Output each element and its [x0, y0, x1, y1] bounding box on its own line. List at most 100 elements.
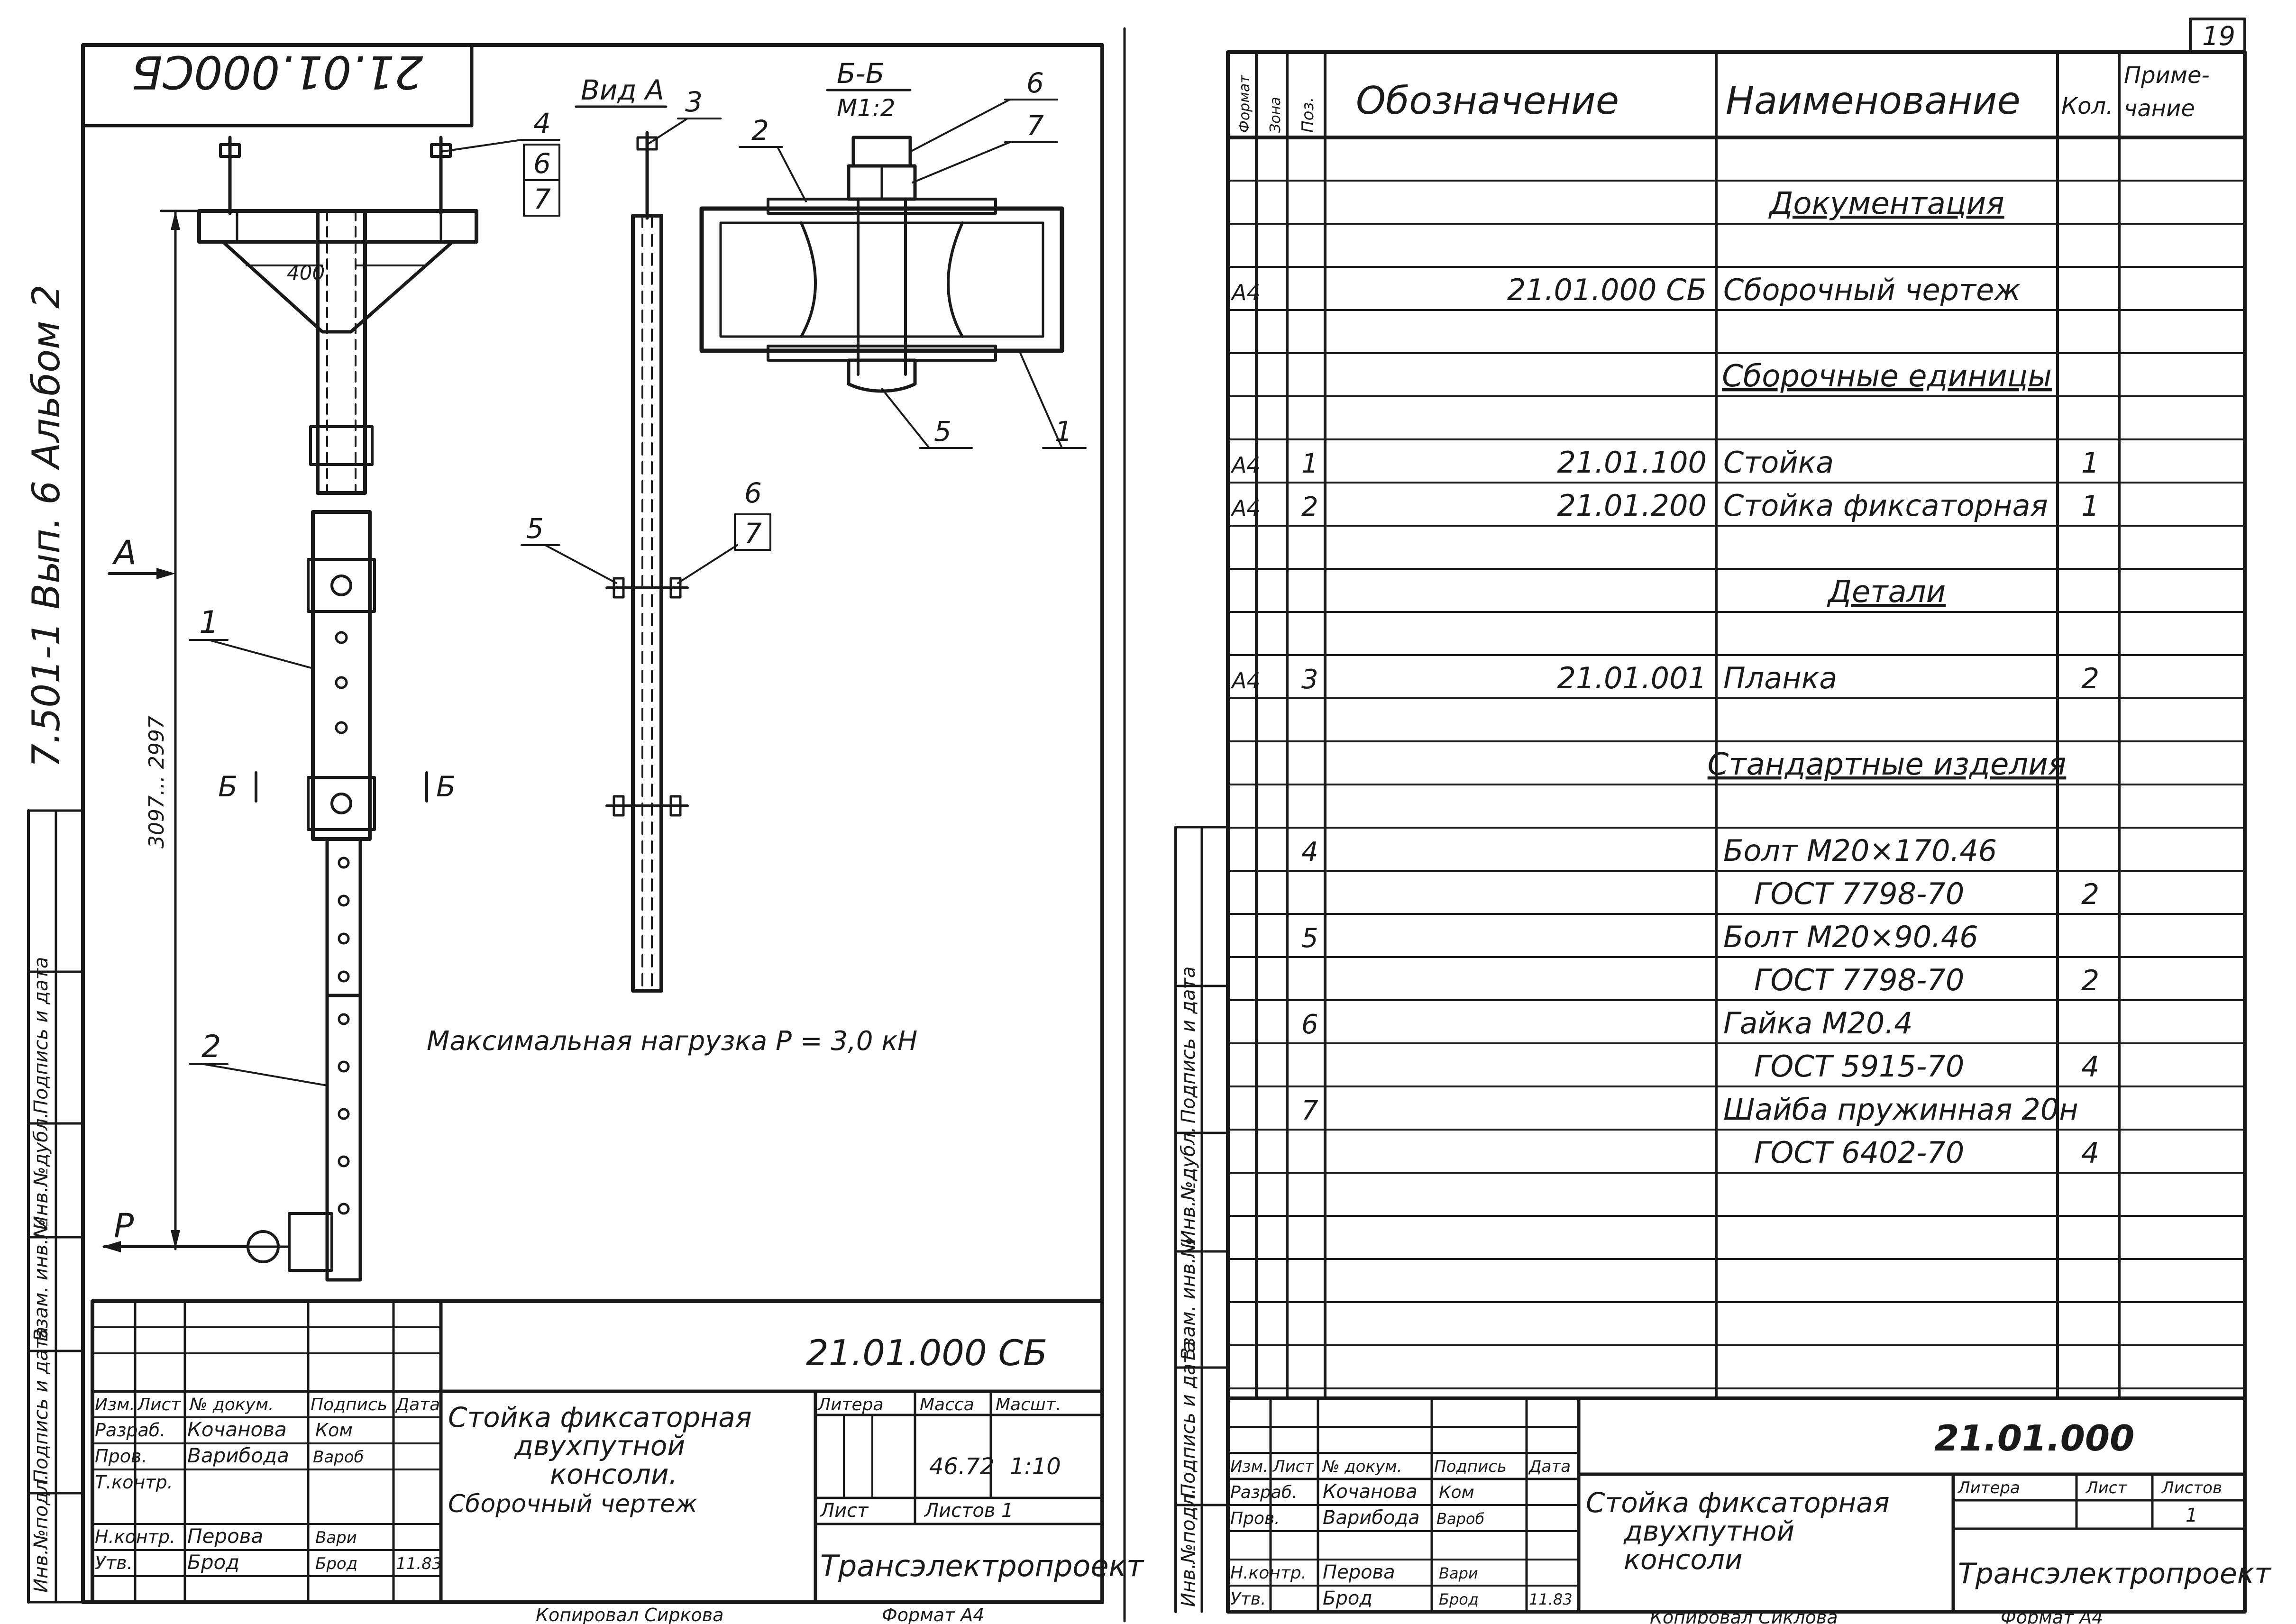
hdr-qty: Кол.	[2061, 93, 2113, 119]
left-tb-sheet-hdr: Лист	[819, 1500, 869, 1522]
callout-1: 1	[199, 605, 219, 640]
right-tb-title-1: Стойка фиксаторная	[1586, 1487, 1890, 1519]
spec-cell-designation: 21.01.000 СБ	[1507, 273, 1707, 307]
spec-cell-name: ГОСТ 5915-70	[1754, 1049, 1964, 1084]
right-tb-hdr-izm: Изм.	[1230, 1457, 1268, 1476]
left-side-col-2: Подпись и дата	[30, 1327, 52, 1484]
right-tb-name-prov: Варибода	[1323, 1507, 1420, 1529]
left-tb-mass-hdr: Масса	[920, 1395, 974, 1414]
left-tb-copied: Копировал Сиркова	[536, 1605, 723, 1624]
spec-cell-name: Сборочный чертеж	[1723, 273, 2021, 307]
section-scale: М1:2	[837, 94, 896, 122]
right-tb-name-nkontr: Перова	[1323, 1561, 1395, 1583]
spec-section-heading: Документация	[1768, 186, 2004, 221]
right-sheet: 19 Инв.№подл. Подпись и дата Взам. инв.№…	[1174, 18, 2272, 1624]
spec-section-heading: Сборочные единицы	[1722, 359, 2052, 394]
left-tb-title-1: Стойка фиксаторная	[448, 1401, 752, 1433]
left-side-col-3: Взам. инв.№	[30, 1219, 52, 1341]
left-sheet: Инв.№подл. Подпись и дата Взам. инв.№ Ин…	[24, 43, 1144, 1624]
spec-cell-format: А4	[1230, 452, 1261, 478]
right-tb-sheets-hdr: Листов	[2161, 1478, 2222, 1497]
page-number: 19	[2202, 21, 2235, 51]
spec-cell-name: Стойка	[1723, 445, 1834, 480]
spec-cell-pos: 3	[1301, 664, 1318, 695]
left-tb-sign-utv: Брод	[315, 1554, 357, 1573]
left-tb-sign-nkontr: Вари	[315, 1528, 357, 1547]
callout-7-section: 7	[1026, 109, 1044, 142]
callout-5-section: 5	[934, 415, 951, 447]
right-tb-row-nkontr: Н.контр.	[1230, 1563, 1307, 1583]
spec-cell-qty: 4	[2081, 1137, 2099, 1170]
spec-section-heading: Детали	[1827, 575, 1946, 610]
right-tb-row-utv: Утв.	[1230, 1589, 1266, 1609]
hdr-name: Наименование	[1726, 79, 2021, 123]
right-title-block: 21.01.000 Изм. Лист № докум. Подпись Дат…	[1226, 1396, 2272, 1624]
spec-table: Формат Зона Поз. Обозначение Наименовани…	[1226, 51, 2247, 1400]
left-tb-sign-prov: Вароб	[313, 1448, 364, 1467]
dim-length-label: 3097... 2997	[145, 716, 169, 848]
callout-6-section: 6	[1026, 67, 1044, 99]
spec-cell-pos: 6	[1301, 1009, 1318, 1040]
arrow-p-label: Р	[114, 1206, 134, 1245]
view-a: Вид А 3 5 6 7	[521, 74, 771, 993]
callout-6-mid: 6	[744, 477, 762, 509]
left-tb-hdr-izm: Изм.	[95, 1395, 135, 1414]
callout-6-top: 6	[533, 147, 551, 180]
hdr-zone: Зона	[1267, 97, 1284, 133]
left-tb-format: Формат А4	[882, 1605, 984, 1624]
spec-cell-qty: 1	[2081, 490, 2099, 523]
left-tb-scale: 1:10	[1010, 1453, 1061, 1480]
spec-cell-designation: 21.01.100	[1557, 445, 1707, 480]
right-tb-row-razrab: Разраб.	[1230, 1483, 1297, 1502]
left-tb-name-prov: Варибода	[187, 1444, 289, 1467]
spec-cell-name: ГОСТ 7798-70	[1754, 963, 1964, 997]
spec-cell-pos: 4	[1301, 837, 1318, 867]
left-tb-hdr-date: Дата	[395, 1395, 440, 1414]
left-tb-date-utv: 11.83	[396, 1554, 442, 1573]
album-label: 7.501-1 Вып. 6 Альбом 2	[24, 284, 68, 768]
callout-7-mid: 7	[744, 517, 762, 549]
right-side-col-4: Инв.№дубл.	[1178, 1127, 1199, 1244]
left-side-col-5: Подпись и дата	[30, 957, 52, 1114]
right-tb-name-razrab: Кочанова	[1323, 1481, 1418, 1503]
spec-cell-qty: 4	[2081, 1050, 2099, 1084]
right-tb-sign-nkontr: Вари	[1439, 1564, 1478, 1582]
right-tb-sign-razrab: Ком	[1439, 1483, 1474, 1502]
left-tb-row-utv: Утв.	[95, 1552, 133, 1573]
spec-cell-name: Гайка М20.4	[1723, 1006, 1913, 1040]
spec-cell-name: Шайба пружинная 20н	[1723, 1092, 2078, 1127]
spec-section-heading: Стандартные изделия	[1708, 747, 2067, 782]
right-tb-copied: Копировал Сиклова	[1650, 1607, 1838, 1624]
left-tb-sign-razrab: Ком	[315, 1420, 353, 1441]
mirrored-stamp: 21.01.000СБ	[81, 43, 474, 128]
left-title-block: Изм. Лист № докум. Подпись Дата Разраб. …	[91, 1299, 1144, 1624]
arrow-a-label: А	[112, 533, 137, 572]
callout-4: 4	[533, 107, 551, 139]
left-tb-title-2: двухпутной	[514, 1430, 685, 1462]
left-tb-litera-hdr: Литера	[817, 1395, 884, 1414]
right-side-col-2: Подпись и дата	[1178, 1341, 1199, 1498]
spec-cell-name: Болт М20×170.46	[1723, 833, 1997, 868]
hdr-format: Формат	[1236, 74, 1253, 133]
hdr-note-1: Приме-	[2124, 62, 2210, 89]
left-tb-code: 21.01.000 СБ	[806, 1332, 1047, 1374]
left-tb-sheets-hdr: Листов 1	[924, 1500, 1014, 1522]
right-tb-name-utv: Брод	[1323, 1588, 1372, 1609]
section-mark-right: Б	[436, 770, 456, 803]
hdr-designation: Обозначение	[1356, 79, 1619, 123]
mirrored-stamp-text: 21.01.000СБ	[132, 46, 423, 98]
right-tb-row-prov: Пров.	[1230, 1509, 1280, 1528]
left-tb-scale-hdr: Масшт.	[996, 1395, 1061, 1414]
section-b-b: Б-Б М1:2 6 7 2	[699, 57, 1087, 449]
callout-3: 3	[685, 86, 703, 118]
left-side-col-4: Инв.№дубл.	[30, 1113, 52, 1230]
right-tb-hdr-list: Лист	[1272, 1457, 1314, 1476]
right-tb-hdr-date: Дата	[1528, 1457, 1571, 1476]
right-tb-date-utv: 11.83	[1529, 1590, 1573, 1608]
spec-cell-pos: 7	[1301, 1095, 1318, 1126]
left-tb-mass: 46.72	[929, 1453, 994, 1480]
right-frame	[1226, 50, 2247, 1614]
right-tb-sheets: 1	[2186, 1505, 2197, 1526]
left-tb-org: Трансэлектропроект	[820, 1549, 1144, 1583]
